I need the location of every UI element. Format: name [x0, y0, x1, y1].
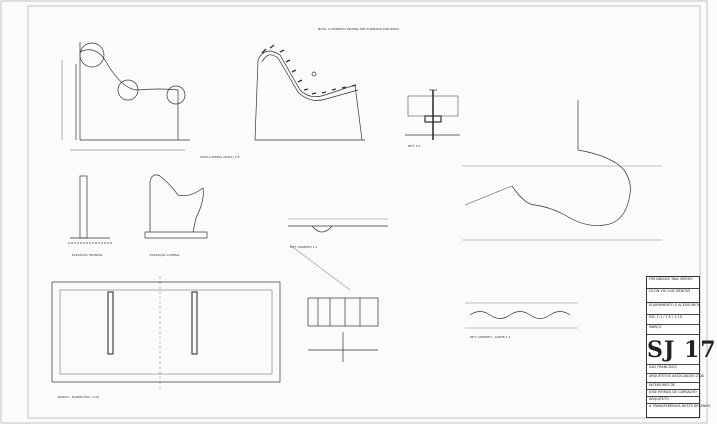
footer-line-3: INTERIORES DE: [647, 383, 699, 390]
title-line-4: ESC 1:1 / 1:5 / 1:10: [647, 315, 699, 325]
chair-slat-elevation: [254, 44, 365, 141]
seat-section-mid: [288, 218, 388, 233]
bench-plan: [51, 276, 281, 390]
front-elevation: [68, 175, 112, 244]
sheet-frame: [27, 5, 701, 419]
bottom-note: A TRANSFERÊNCIA DESTE DESENHO: [649, 404, 711, 408]
title-line-5: MARÇO: [647, 325, 699, 335]
label-seat-section: DET. ASSENTO 1:1: [290, 245, 318, 249]
title-line-1: FRESIDENCE NNA SIERRO: [647, 277, 699, 289]
title-line-3: EQUIPAMENTO E ACESSÓRIOS: [647, 303, 700, 315]
footer-line-5: ARQUITETO: [647, 397, 699, 404]
section-detail-top: [405, 89, 460, 140]
label-bench-plan: BANCO - PLANTA ESC. 1:10: [58, 395, 99, 399]
sheet-code: SJ 17: [647, 337, 717, 365]
footer-line-1: SÃO FRANCISCO: [647, 365, 699, 374]
wave-section: [465, 302, 578, 329]
chair-profile-right: [462, 100, 662, 241]
footer-line-2: ARQUITETOS ASSOCIADOS LTDA: [647, 374, 704, 383]
chair-side-elevation: [61, 42, 190, 151]
label-wave-section: DET. ASSENTO - CORTE 1:1: [470, 335, 511, 339]
label-side-elevation-2: ELEVAÇÃO LATERAL: [150, 253, 180, 257]
title-block: FRESIDENCE NNA SIERRO CILÓN VÍO LUÍS DÉB…: [646, 276, 717, 418]
side-elevation: [144, 174, 208, 239]
label-side-elevation: VISTA LATERAL (ELEV.) 1:5: [200, 155, 240, 159]
title-line-2: CILÓN VÍO LUÍS DÉBITAS: [647, 289, 699, 303]
footer-line-4: JOSÉ MORAIS DE CARVALHO: [647, 390, 699, 397]
label-section-detail: DET. 1:1: [408, 144, 421, 148]
bench-detail-bottom: [289, 244, 379, 362]
label-note: NOTA: O ASSENTO DEVERÁ SER FORMADO POR R…: [318, 27, 399, 31]
label-front-elevation: ELEVAÇÃO FRONTAL: [72, 253, 103, 257]
